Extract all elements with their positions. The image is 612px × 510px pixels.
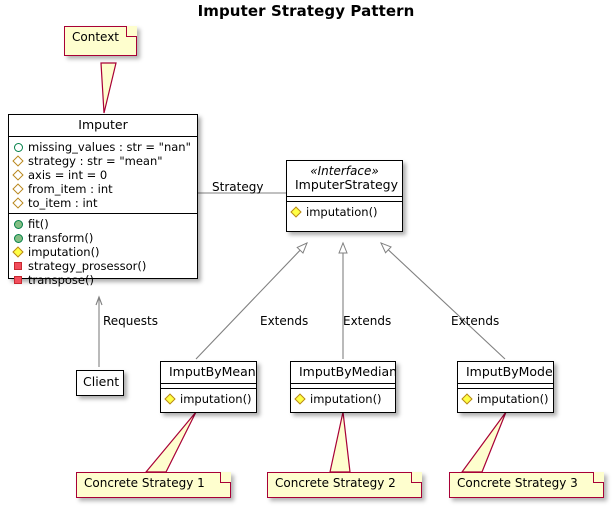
method-row: imputation() — [290, 205, 397, 219]
note-tail-concrete3 — [460, 411, 507, 473]
class-imputer-strategy[interactable]: «Interface» ImputerStrategy imputation() — [286, 160, 403, 232]
method-row: imputation() — [12, 245, 192, 259]
edge-label-requests: Requests — [103, 314, 158, 328]
protected-marker-icon — [164, 393, 176, 405]
inheritance-mean — [195, 242, 308, 360]
note-context: Context — [64, 26, 137, 56]
note-fold-icon — [593, 472, 604, 483]
public-marker-icon — [14, 142, 23, 152]
edge-label-extends-median: Extends — [343, 314, 392, 328]
page-title: Imputer Strategy Pattern — [197, 2, 415, 20]
note-concrete-strategy-1: Concrete Strategy 1 — [76, 472, 231, 498]
note-tail-concrete2 — [329, 411, 351, 473]
class-imput-by-mode-methods: imputation() — [458, 388, 553, 409]
note-concrete-strategy-3: Concrete Strategy 3 — [449, 472, 604, 498]
class-client-title: Client — [83, 374, 120, 389]
method-row: strategy_prosessor() — [14, 259, 192, 273]
attribute-row: strategy : str = "mean" — [12, 154, 192, 168]
attribute-row: axis = int = 0 — [12, 168, 192, 182]
note-concrete-strategy-2-label: Concrete Strategy 2 — [275, 476, 396, 490]
class-imput-by-mode[interactable]: ImputByMode imputation() — [457, 361, 554, 413]
note-fold-icon — [220, 472, 231, 483]
note-concrete-strategy-1-label: Concrete Strategy 1 — [84, 476, 205, 490]
class-imput-by-mode-attributes — [458, 383, 553, 388]
class-imput-by-mean-attributes — [161, 383, 256, 388]
class-client[interactable]: Client — [76, 370, 124, 396]
class-imput-by-mean-title: ImputByMean — [169, 364, 256, 379]
attribute-row: missing_values : str = "nan" — [14, 140, 192, 154]
method-row: transpose() — [14, 273, 192, 287]
protected-marker-icon — [12, 155, 24, 167]
protected-marker-icon — [294, 393, 306, 405]
protected-marker-icon — [12, 246, 24, 258]
class-imputer-title: Imputer — [78, 117, 128, 132]
class-imput-by-mean[interactable]: ImputByMean imputation() — [160, 361, 257, 413]
class-imput-by-median-title: ImputByMedian — [299, 364, 398, 379]
private-marker-icon — [14, 262, 22, 270]
method-row: fit() — [14, 217, 192, 231]
edge-label-extends-mode: Extends — [451, 314, 500, 328]
note-concrete-strategy-3-label: Concrete Strategy 3 — [457, 476, 578, 490]
class-imputer-strategy-attributes — [287, 196, 402, 201]
public-marker-icon — [14, 219, 23, 229]
class-imput-by-median[interactable]: ImputByMedian imputation() — [290, 361, 398, 413]
inheritance-mode — [380, 242, 506, 360]
class-imputer-strategy-methods: imputation() — [287, 201, 402, 222]
interface-name: ImputerStrategy — [295, 177, 399, 192]
note-tail-concrete1 — [144, 411, 197, 473]
class-imput-by-median-methods: imputation() — [291, 388, 395, 409]
protected-marker-icon — [12, 169, 24, 181]
attribute-row: from_item : int — [12, 182, 192, 196]
class-imputer-strategy-title: «Interface» ImputerStrategy — [287, 161, 402, 196]
method-row: transform() — [14, 231, 192, 245]
edge-label-strategy: Strategy — [212, 180, 264, 194]
note-context-label: Context — [72, 30, 120, 44]
stereotype-label: «Interface» — [310, 164, 379, 178]
note-fold-icon — [126, 26, 137, 37]
class-imputer-methods: fit() transform() imputation() strategy_… — [9, 213, 197, 290]
public-marker-icon — [14, 233, 23, 243]
edge-label-extends-mean: Extends — [260, 314, 309, 328]
protected-marker-icon — [461, 393, 473, 405]
protected-marker-icon — [12, 183, 24, 195]
method-row: imputation() — [461, 392, 549, 406]
method-row: imputation() — [164, 392, 252, 406]
class-imput-by-mode-title: ImputByMode — [466, 364, 553, 379]
note-tail-context — [100, 62, 117, 114]
method-row: imputation() — [294, 392, 390, 406]
protected-marker-icon — [12, 197, 24, 209]
attribute-row: to_item : int — [12, 196, 192, 210]
class-imput-by-median-attributes — [291, 383, 395, 388]
private-marker-icon — [14, 276, 22, 284]
class-imputer[interactable]: Imputer missing_values : str = "nan" str… — [8, 114, 198, 287]
note-fold-icon — [411, 472, 422, 483]
class-imput-by-mean-methods: imputation() — [161, 388, 256, 409]
protected-marker-icon — [290, 206, 302, 218]
note-concrete-strategy-2: Concrete Strategy 2 — [267, 472, 422, 498]
class-imputer-attributes: missing_values : str = "nan" strategy : … — [9, 136, 197, 213]
